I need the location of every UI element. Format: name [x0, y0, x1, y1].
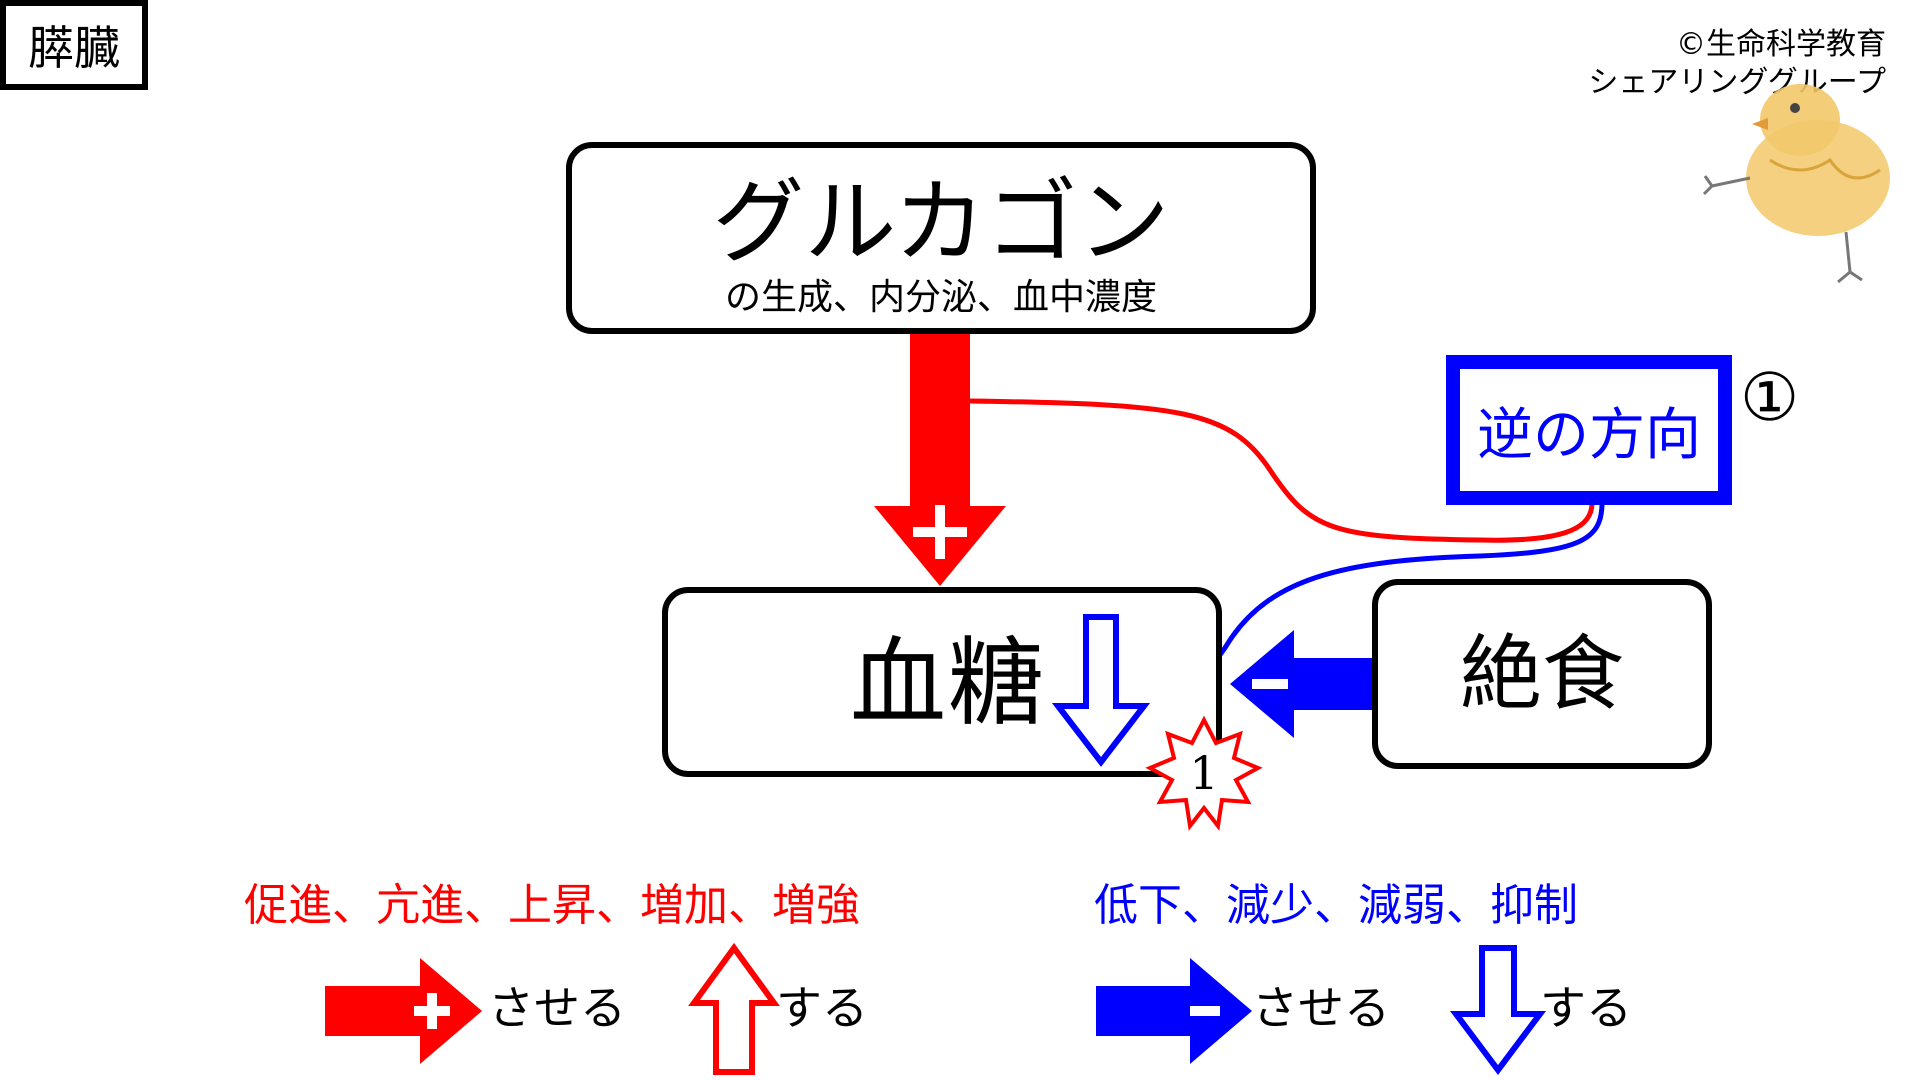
red-connector-line: [969, 398, 1595, 543]
reverse-direction-number: ①: [1740, 359, 1800, 436]
organ-tag: 膵臓: [0, 0, 148, 90]
reverse-direction-box: 逆の方向: [1446, 355, 1732, 505]
legend-increase-cause-suffix: させる: [488, 981, 626, 1035]
chick-illustration: [1702, 84, 1890, 284]
stimulus-box: 絶食: [1372, 579, 1712, 769]
hormone-box: グルカゴン の生成、内分泌、血中濃度: [566, 142, 1316, 334]
decrease-arrow-stimulus: [1230, 630, 1374, 738]
copyright-notice: ©生命科学教育 シェアリンググループ: [1588, 26, 1886, 102]
hormone-name: グルカゴン: [712, 169, 1170, 276]
hormone-detail: の生成、内分泌、血中濃度: [724, 277, 1157, 318]
target-box: 血糖: [662, 587, 1222, 777]
legend-decrease-words: 低下、減少、減弱、抑制: [1094, 880, 1578, 931]
target-label: 血糖: [850, 627, 1046, 739]
stimulus-label: 絶食: [1459, 627, 1624, 722]
increase-arrow-main: [874, 334, 1006, 586]
legend-decrease-cause-suffix: させる: [1252, 981, 1390, 1035]
copyright-line-1: ©生命科学教育: [1676, 27, 1886, 62]
legend-decrease-self-suffix: する: [1540, 981, 1632, 1035]
event-badge-number: 1: [1189, 746, 1219, 800]
legend-increase-words: 促進、亢進、上昇、増加、増強: [244, 880, 860, 931]
legend-increase-self-suffix: する: [776, 981, 868, 1035]
copyright-line-2: シェアリンググループ: [1588, 65, 1886, 100]
